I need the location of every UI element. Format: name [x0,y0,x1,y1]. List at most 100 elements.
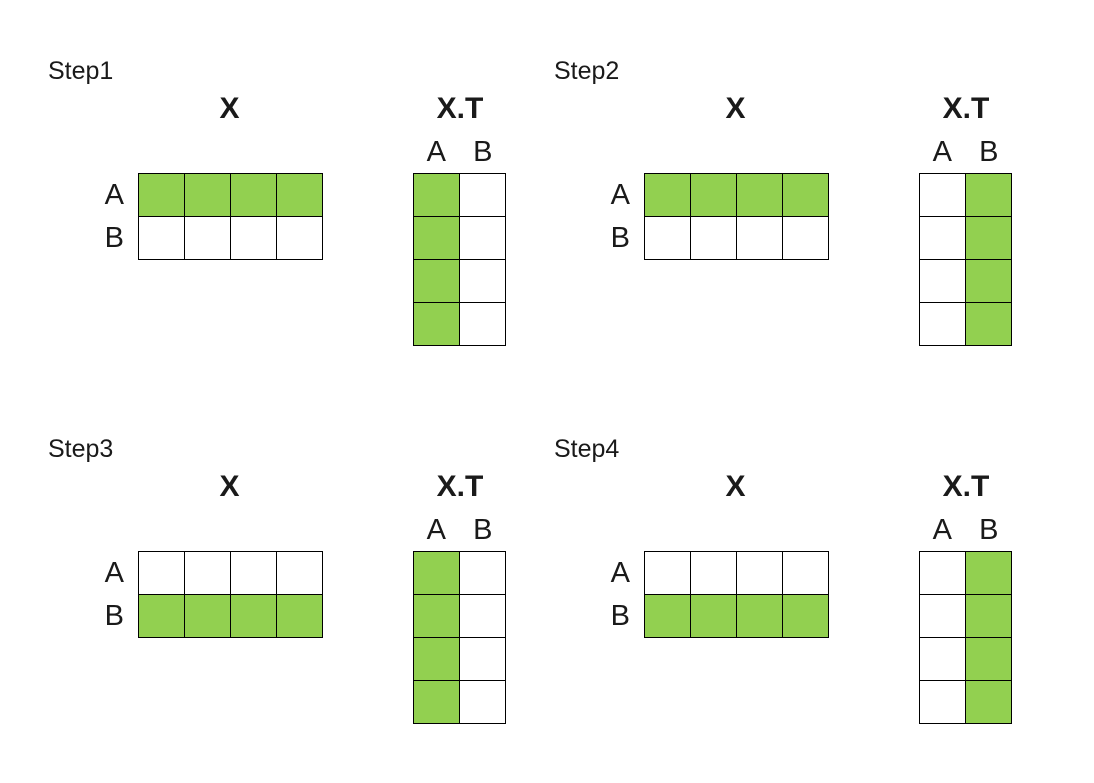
x-row-label: A [610,557,630,589]
matrix-cell [737,595,782,637]
matrix-cell [277,595,322,637]
step-label: Step3 [48,435,114,463]
xt-col-label: B [979,136,999,168]
matrix-cell [783,174,828,216]
matrix-cell [231,174,276,216]
xt-matrix [413,551,506,724]
matrix-cell [231,217,276,259]
matrix-cell [920,174,965,216]
matrix-cell [645,174,690,216]
matrix-cell [691,595,736,637]
matrix-cell [691,174,736,216]
x-row-label: A [104,179,124,211]
matrix-cell [645,552,690,594]
matrix-cell [414,595,459,637]
xt-col-label: A [932,514,952,546]
matrix-cell [185,174,230,216]
step-label: Step1 [48,57,114,85]
matrix-cell [966,638,1011,680]
matrix-cell [414,260,459,302]
matrix-cell [460,217,505,259]
matrix-cell [920,260,965,302]
matrix-cell [783,595,828,637]
matrix-cell [460,260,505,302]
x-matrix [138,173,323,260]
x-row-label: B [104,600,124,632]
x-row-label: B [104,222,124,254]
matrix-cell [737,217,782,259]
xt-matrix-title: X.T [436,92,484,125]
matrix-cell [966,595,1011,637]
x-matrix-title: X [219,470,240,503]
matrix-cell [645,217,690,259]
matrix-cell [920,217,965,259]
matrix-cell [460,638,505,680]
matrix-cell [460,552,505,594]
matrix-cell [460,303,505,345]
matrix-cell [920,303,965,345]
matrix-cell [920,681,965,723]
matrix-cell [460,595,505,637]
xt-col-label: B [979,514,999,546]
x-row-label: B [610,222,630,254]
xt-col-label: A [426,136,446,168]
xt-matrix-title: X.T [942,92,990,125]
matrix-cell [920,552,965,594]
matrix-cell [139,595,184,637]
matrix-cell [920,595,965,637]
xt-matrix [919,173,1012,346]
x-row-label: B [610,600,630,632]
matrix-cell [737,552,782,594]
xt-matrix-title: X.T [436,470,484,503]
matrix-cell [277,174,322,216]
matrix-cell [645,595,690,637]
matrix-cell [414,217,459,259]
matrix-cell [185,552,230,594]
x-row-label: A [610,179,630,211]
xt-col-label: A [426,514,446,546]
matrix-cell [460,681,505,723]
matrix-cell [185,595,230,637]
xt-col-label: A [932,136,952,168]
x-matrix [644,173,829,260]
matrix-cell [231,552,276,594]
matrix-cell [691,552,736,594]
matrix-cell [966,260,1011,302]
x-matrix [138,551,323,638]
matrix-cell [783,552,828,594]
matrix-cell [185,217,230,259]
matrix-cell [920,638,965,680]
matrix-cell [966,681,1011,723]
step-label: Step4 [554,435,620,463]
xt-col-label: B [473,514,493,546]
xt-col-label: B [473,136,493,168]
x-matrix [644,551,829,638]
matrix-cell [783,217,828,259]
matrix-cell [414,638,459,680]
matrix-cell [966,217,1011,259]
matrix-cell [966,174,1011,216]
matrix-cell [737,174,782,216]
x-matrix-title: X [725,470,746,503]
matrix-cell [139,552,184,594]
matrix-cell [414,303,459,345]
matrix-cell [691,217,736,259]
matrix-cell [414,681,459,723]
matrix-cell [460,174,505,216]
matrix-cell [231,595,276,637]
xt-matrix [919,551,1012,724]
matrix-cell [414,552,459,594]
